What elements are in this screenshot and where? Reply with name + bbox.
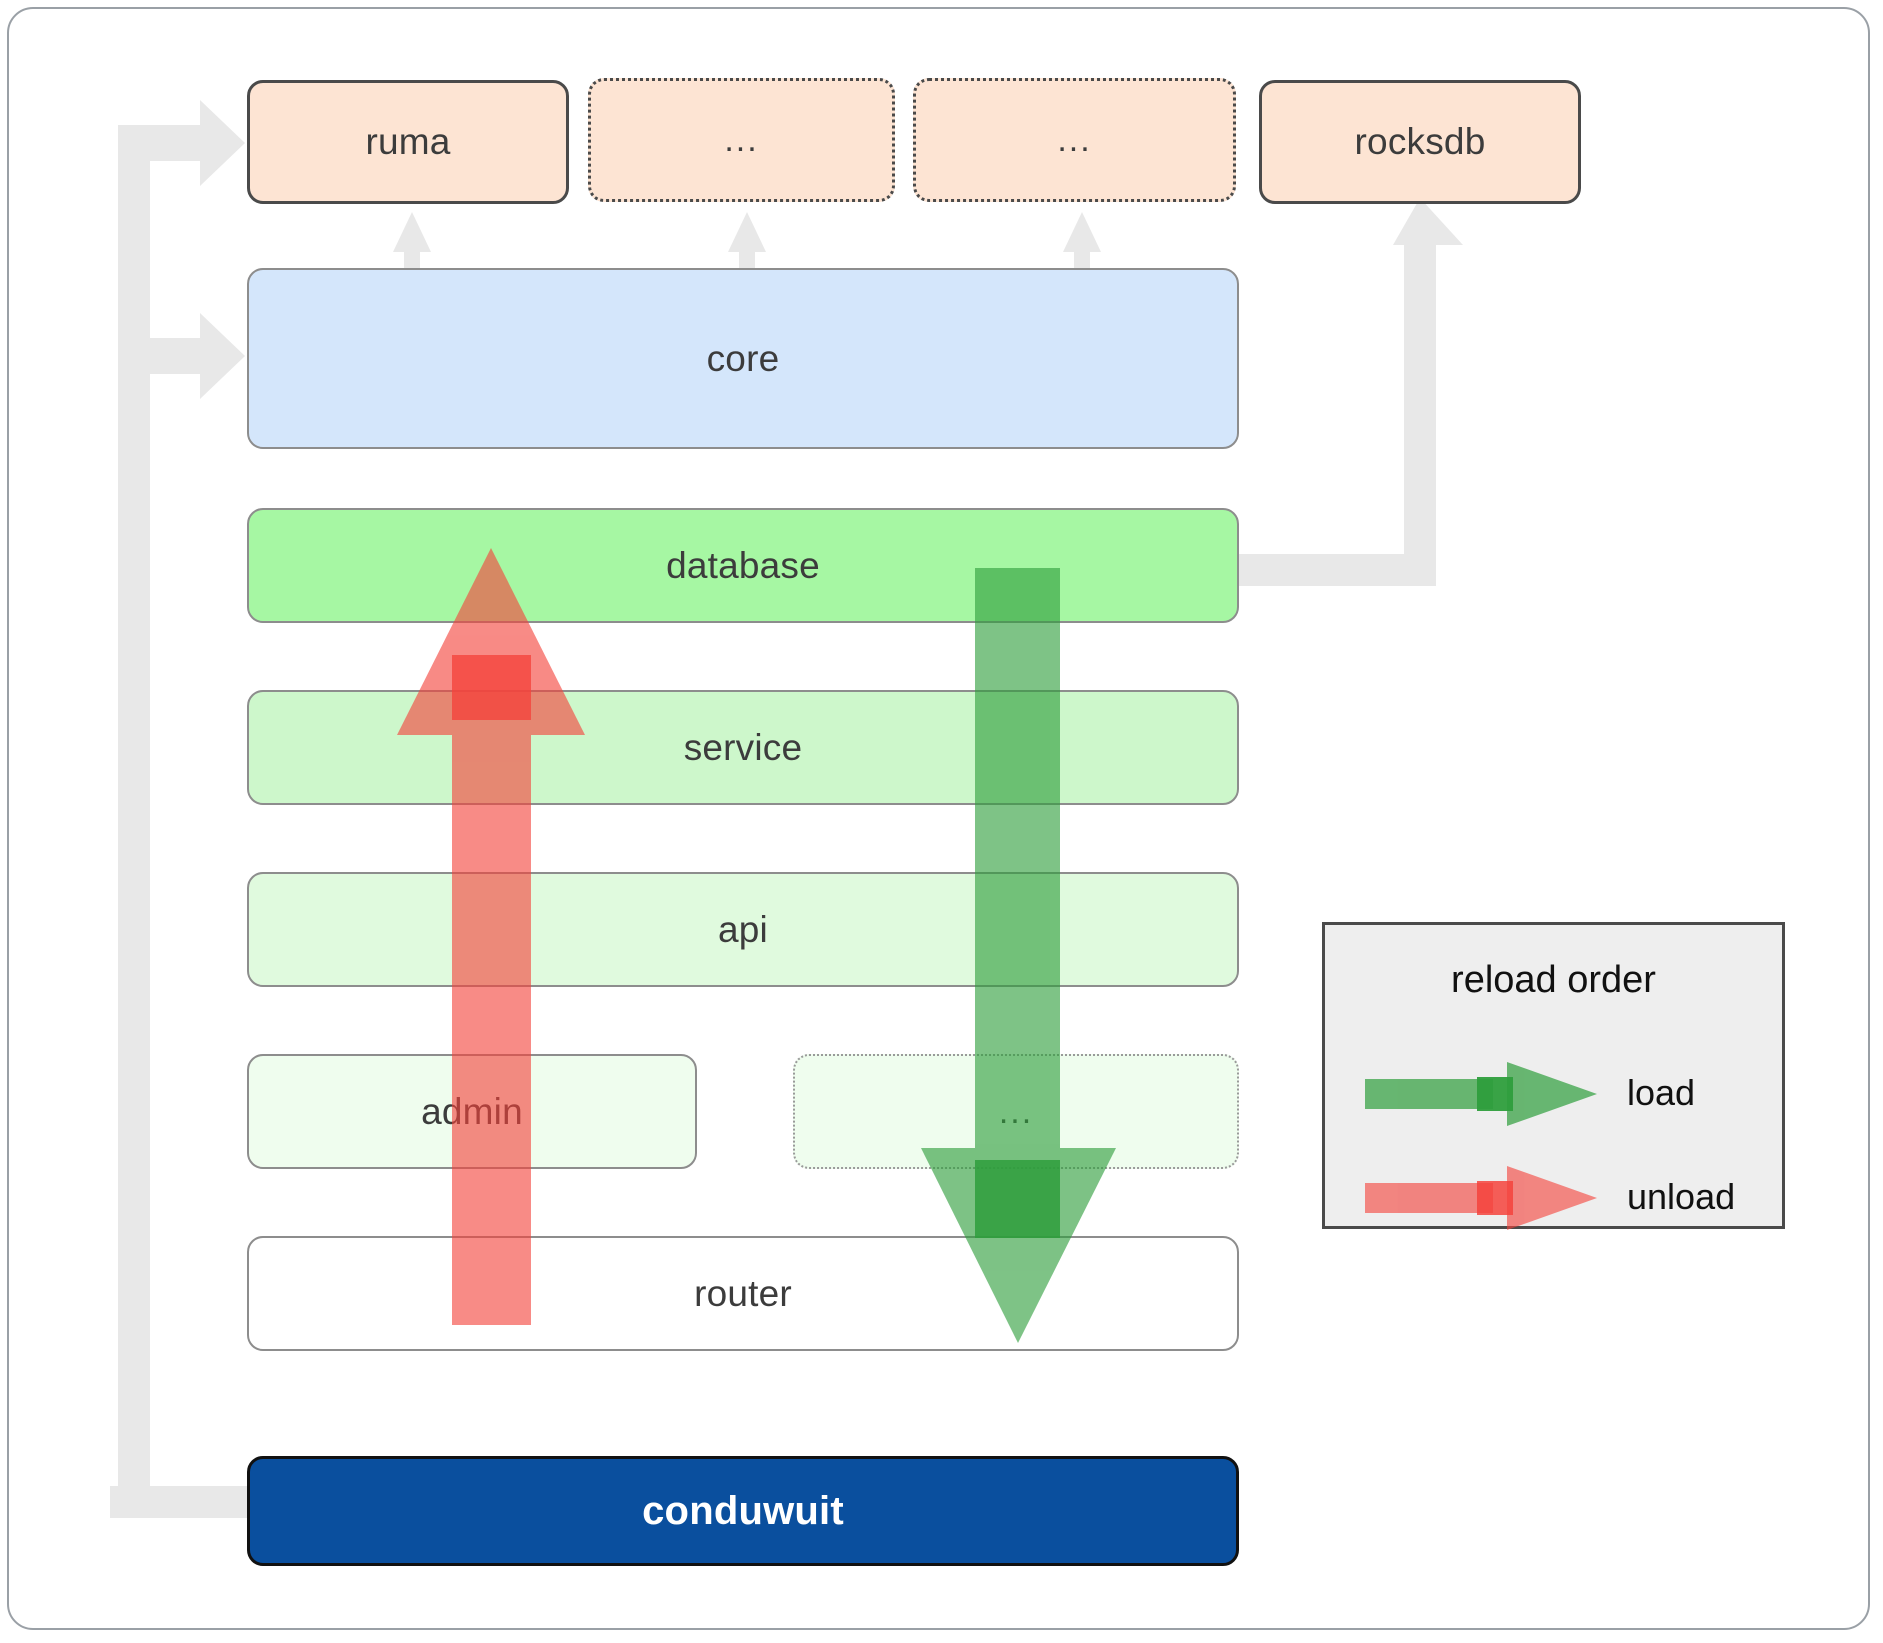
layer-node-ellipsis[interactable]: ... <box>793 1054 1239 1169</box>
layer-label: service <box>683 726 803 768</box>
legend-unload-arrow-icon <box>1365 1166 1597 1230</box>
diagram-frame <box>7 7 1870 1630</box>
dependency-label: ... <box>1057 121 1092 159</box>
layer-label: ... <box>998 1092 1034 1131</box>
legend-row-unload: unload <box>1325 1161 1782 1233</box>
legend-load-arrow-icon <box>1365 1062 1597 1126</box>
layer-label: admin <box>421 1090 523 1132</box>
dependency-node-rocksdb[interactable]: rocksdb <box>1259 80 1581 204</box>
layer-node-admin[interactable]: admin <box>247 1054 697 1169</box>
application-label: conduwuit <box>642 1488 844 1533</box>
layer-node-service[interactable]: service <box>247 690 1239 805</box>
legend-title: reload order <box>1451 959 1656 1001</box>
layer-node-database[interactable]: database <box>247 508 1239 623</box>
dependency-node-ellipsis-1[interactable]: ... <box>588 78 895 202</box>
dependency-label: rocksdb <box>1354 121 1486 162</box>
legend-label-unload: unload <box>1627 1176 1736 1217</box>
dependency-node-ruma[interactable]: ruma <box>247 80 569 204</box>
core-label: core <box>706 337 780 379</box>
dependency-label: ... <box>724 121 759 159</box>
layer-label: database <box>666 544 820 586</box>
dependency-node-ellipsis-2[interactable]: ... <box>913 78 1236 202</box>
legend-label-load: load <box>1627 1072 1696 1113</box>
layer-node-api[interactable]: api <box>247 872 1239 987</box>
layer-label: router <box>694 1272 792 1314</box>
application-node-conduwuit[interactable]: conduwuit <box>247 1456 1239 1566</box>
core-node[interactable]: core <box>247 268 1239 449</box>
legend-row-load: load <box>1325 1057 1782 1129</box>
legend-panel: reload order load unload <box>1322 922 1785 1230</box>
layer-label: api <box>718 908 768 950</box>
layer-node-router[interactable]: router <box>247 1236 1239 1351</box>
dependency-label: ruma <box>365 121 451 162</box>
